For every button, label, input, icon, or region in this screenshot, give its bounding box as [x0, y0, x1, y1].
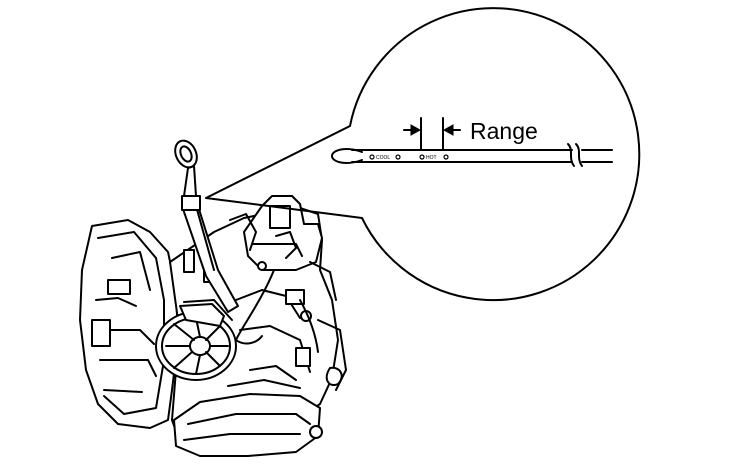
range-label: Range: [470, 118, 538, 144]
callout-bubble: [205, 7, 641, 302]
cool-mark-label: COOL: [376, 155, 390, 161]
dipstick-blade: COOL HOT: [331, 143, 613, 167]
bell-housing: [79, 219, 179, 429]
dipstick-callout: COOL HOT Range: [205, 7, 641, 302]
dipstick-handle: [183, 165, 197, 197]
pulley-wheel: [155, 299, 237, 381]
range-indicator: Range: [403, 117, 538, 151]
hot-mark-label: HOT: [426, 155, 437, 161]
control-cable: [235, 269, 275, 345]
transaxle-illustration: [79, 139, 347, 457]
